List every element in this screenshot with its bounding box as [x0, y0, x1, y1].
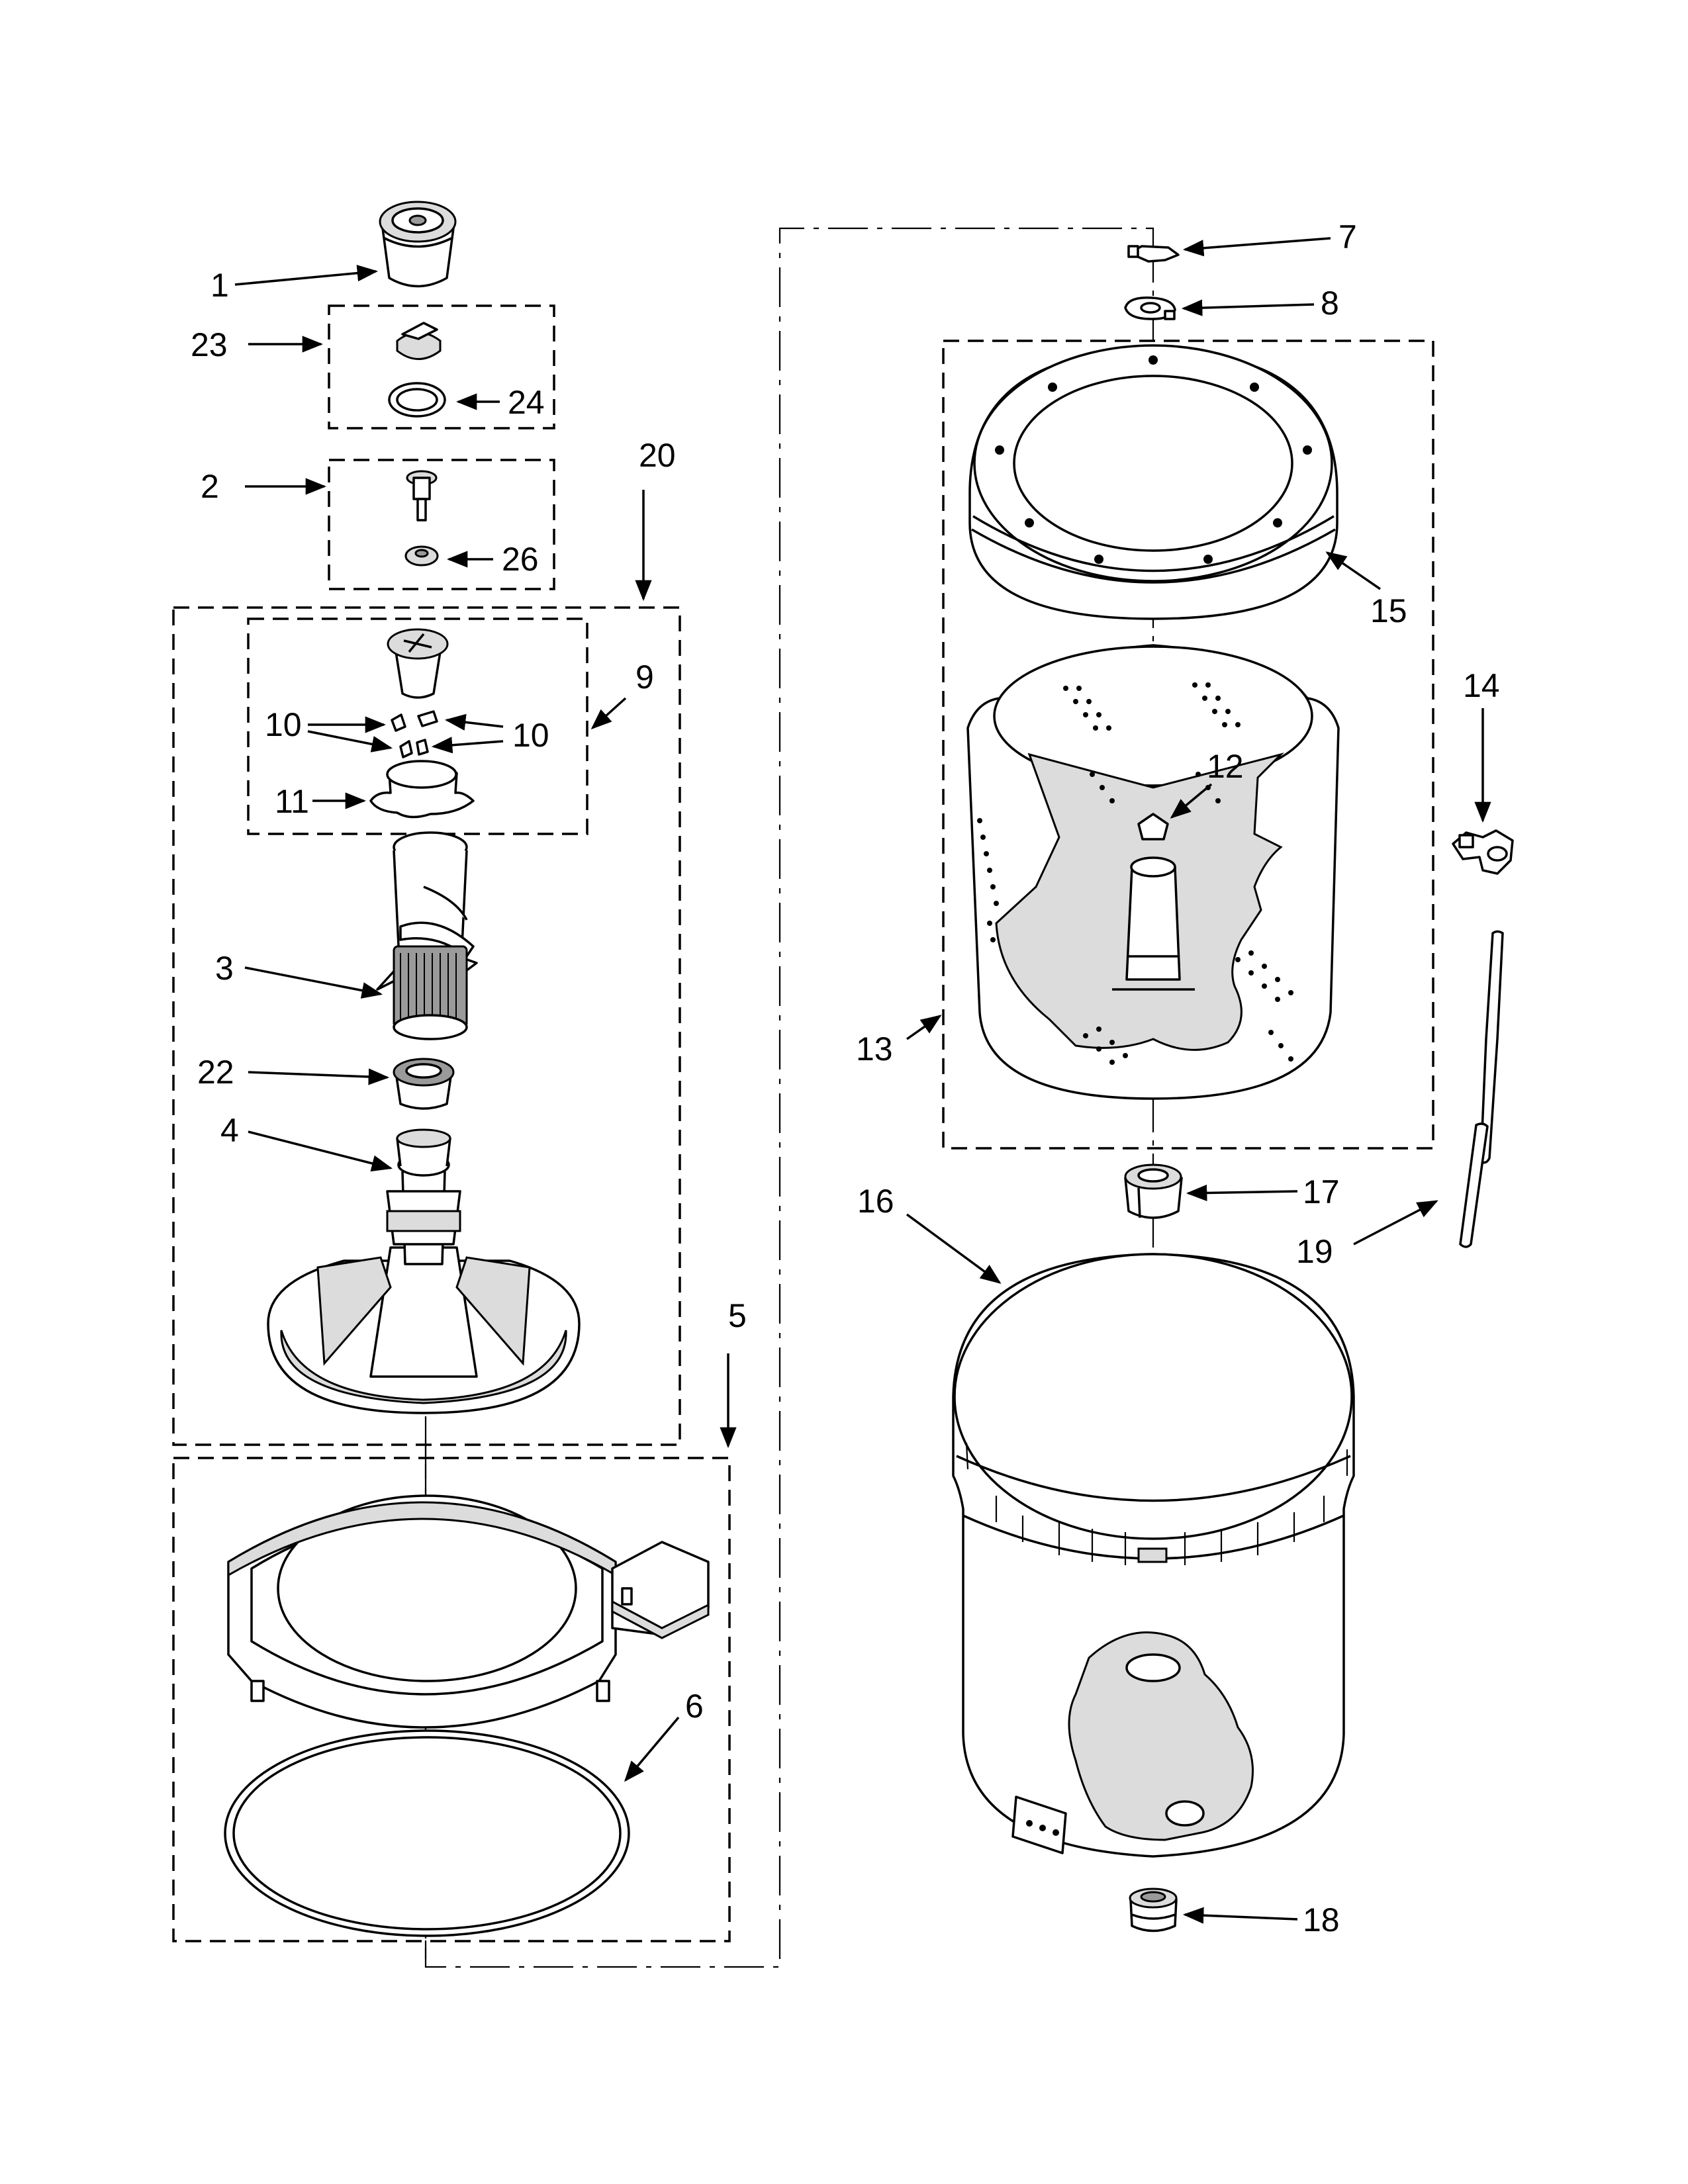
part-5-tub-ring: [227, 1494, 710, 1768]
callout-7: 7: [1338, 218, 1357, 255]
leader-arrows: [234, 237, 1491, 1924]
callout-10-left: 10: [265, 706, 302, 743]
callout-12: 12: [1207, 748, 1244, 785]
callout-16: 16: [857, 1183, 894, 1220]
callout-6: 6: [685, 1688, 704, 1725]
callout-20: 20: [639, 437, 676, 474]
part-10-dogs: [391, 710, 438, 758]
callout-26: 26: [502, 541, 539, 578]
part-8-washer: [1124, 296, 1176, 320]
group-box-13: [942, 340, 1434, 1150]
callout-24: 24: [508, 384, 545, 421]
callout-9: 9: [635, 659, 654, 696]
part-18-fitting: [1129, 1888, 1178, 1933]
part-2-bolt: [406, 470, 438, 522]
callout-5: 5: [728, 1297, 747, 1334]
part-11-retainer: [369, 760, 475, 819]
part-3-auger: [376, 831, 478, 1040]
part-17-drive-block: [1124, 1163, 1183, 1219]
callout-13: 13: [856, 1030, 893, 1068]
part-26-washer: [404, 545, 439, 567]
callout-10-right: 10: [512, 717, 549, 754]
part-14-clamp: [1452, 829, 1514, 875]
callout-15: 15: [1370, 592, 1407, 629]
group-box-2: [328, 459, 555, 590]
part-22-bushing: [393, 1058, 455, 1110]
callout-22: 22: [197, 1054, 234, 1091]
part-1-dispenser-cap: [379, 201, 457, 288]
callout-4: 4: [220, 1112, 239, 1149]
connector-line: [424, 227, 1154, 1968]
part-15-balance-ring: [968, 344, 1338, 620]
part-6-seal-ring: [224, 1729, 630, 1937]
part-19-hose: [1459, 930, 1504, 1248]
part-9-cam: [387, 628, 449, 699]
callout-18: 18: [1303, 1901, 1340, 1938]
callout-14: 14: [1463, 667, 1500, 704]
group-box-23: [328, 304, 555, 430]
callout-1: 1: [211, 267, 229, 304]
part-13-basket: [966, 644, 1340, 1100]
group-box-5: [172, 1457, 731, 1942]
part-4-agitator-base: [267, 1128, 581, 1414]
callout-2: 2: [201, 468, 219, 505]
part-24-o-ring: [388, 382, 446, 418]
part-7-clip: [1127, 245, 1180, 263]
callout-11: 11: [275, 783, 309, 820]
part-23-cap: [396, 322, 442, 360]
callout-17: 17: [1303, 1173, 1340, 1210]
callout-19: 19: [1296, 1233, 1333, 1270]
callout-23: 23: [191, 326, 228, 363]
callout-3: 3: [215, 950, 234, 987]
part-16-outer-tub: [952, 1253, 1355, 1858]
callout-labels: 1 23 24 2 26 20 9 10 10 11 3 22 4 5 6 7 …: [191, 218, 1500, 1938]
group-box-20: [172, 606, 681, 1446]
callout-8: 8: [1321, 285, 1339, 322]
